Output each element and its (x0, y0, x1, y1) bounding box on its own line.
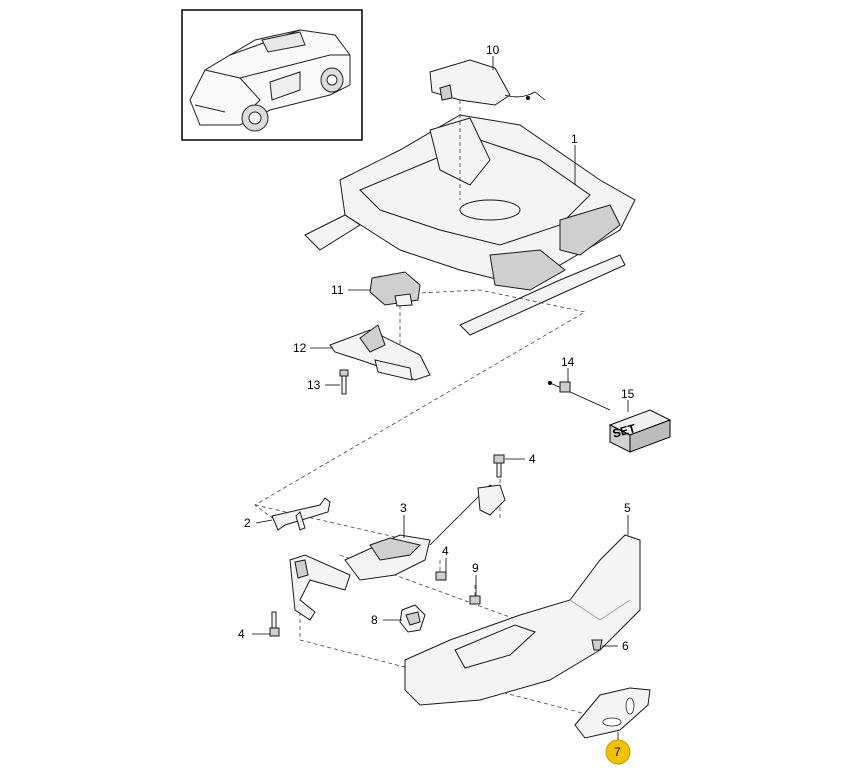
callout-11: 11 (331, 283, 370, 297)
part-14-cable[interactable] (547, 381, 611, 411)
part-15-set-box[interactable]: SET (608, 409, 672, 453)
label-11: 11 (331, 283, 344, 297)
label-7: 8 (371, 613, 378, 627)
part-12-bracket[interactable] (329, 324, 431, 381)
part-6-screw[interactable] (591, 639, 603, 651)
label-12: 12 (293, 341, 307, 355)
part-10-cover[interactable] (429, 59, 546, 106)
callout-4-top: 4 (505, 452, 536, 466)
label-4-top: 4 (529, 452, 536, 466)
callout-6: 6 (602, 639, 629, 653)
part-4-bolt-left[interactable] (269, 611, 280, 637)
part-11-module[interactable] (369, 271, 421, 307)
label-6: 6 (622, 639, 629, 653)
highlight-badge[interactable] (605, 739, 631, 765)
callout-5: 5 (624, 501, 631, 535)
callout-2: 2 (244, 516, 273, 530)
part-1-seat-frame[interactable] (304, 114, 636, 336)
part-7-clip[interactable] (399, 604, 426, 633)
part-9-cover[interactable] (574, 687, 651, 739)
callout-4-mid: 4 (442, 544, 449, 572)
callout-15: 15 (621, 387, 635, 412)
label-14: 14 (561, 355, 575, 369)
label-10: 10 (486, 43, 500, 57)
label-3: 3 (400, 501, 407, 515)
car-thumbnail (181, 9, 363, 141)
callout-4-left: 4 (238, 627, 270, 641)
part-13-bolt[interactable] (339, 369, 349, 395)
label-8: 9 (472, 561, 479, 575)
part-2-bracket[interactable] (271, 497, 331, 531)
callout-12: 12 (293, 341, 333, 355)
car-icon (189, 29, 351, 132)
part-4-bolt-top[interactable] (493, 454, 505, 478)
callout-9-highlighted[interactable]: 7 (605, 732, 631, 765)
callout-1: 1 (571, 132, 578, 185)
callout-8: 9 (472, 561, 479, 596)
label-1: 1 (571, 132, 578, 146)
part-4-bolt-mid[interactable] (435, 571, 447, 581)
callout-7: 8 (371, 613, 402, 627)
label-2: 2 (244, 516, 251, 530)
label-5: 5 (624, 501, 631, 515)
callout-10: 10 (486, 43, 500, 70)
part-3-mechanism[interactable] (344, 484, 506, 581)
callout-13: 13 (307, 378, 340, 392)
label-4-mid: 4 (442, 544, 449, 558)
part-8-bolt[interactable] (469, 595, 481, 605)
label-13: 13 (307, 378, 321, 392)
label-15: 15 (621, 387, 635, 401)
callout-3: 3 (400, 501, 407, 538)
callout-14: 14 (561, 355, 575, 382)
set-label: SET (611, 421, 638, 441)
left-track-bracket[interactable] (289, 554, 351, 621)
label-4-left: 4 (238, 627, 245, 641)
part-5-side-trim[interactable] (404, 534, 641, 706)
label-9: 7 (614, 745, 621, 759)
